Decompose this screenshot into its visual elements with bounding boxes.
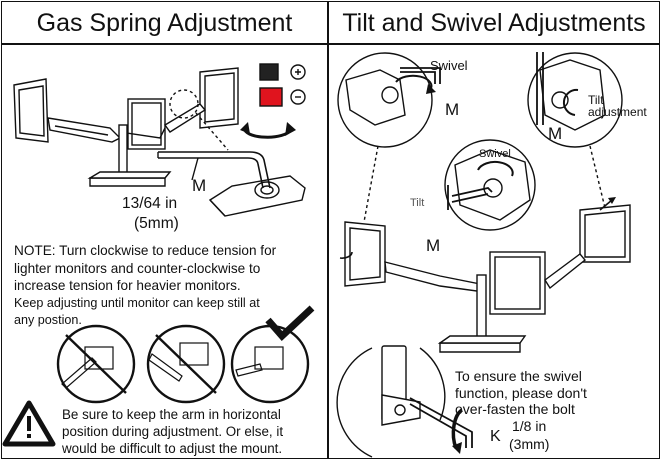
tilt-label: Tilt — [410, 197, 425, 209]
warning-line: would be difficult to adjust the mount. — [62, 441, 283, 456]
monitor-illustration-right — [199, 67, 239, 129]
monitor-illustration-center — [127, 98, 166, 150]
bolt-line: over-fasten the bolt — [455, 401, 575, 417]
bolt-key-label: K — [490, 428, 501, 445]
panel-divider — [327, 1, 329, 458]
hex-key-label: M — [192, 176, 207, 195]
warning-icon — [2, 400, 56, 447]
bolt-line: function, please don't — [455, 384, 587, 401]
tilt-adjust-line: Tilt — [588, 93, 604, 107]
monitor-illustration-left — [13, 78, 49, 143]
tension-note: NOTE: Turn clockwise to reduce tension f… — [14, 242, 324, 330]
checkmark-icon — [265, 305, 315, 342]
header-divider — [1, 43, 659, 45]
note-line: Keep adjusting until monitor can keep st… — [14, 295, 260, 310]
bolt-note: To ensure the swivel function, please do… — [455, 368, 655, 418]
bolt-line: To ensure the swivel — [455, 368, 582, 384]
warning-line: position during adjustment. Or else, it — [62, 424, 284, 439]
note-line: increase tension for heavier monitors. — [14, 278, 241, 293]
swivel-label: Swivel — [430, 58, 468, 73]
warning-text: Be sure to keep the arm in horizontal po… — [62, 406, 324, 457]
key-label-m2: M — [548, 124, 563, 143]
hex-size-mm-label: (5mm) — [134, 215, 179, 232]
warning-line: Be sure to keep the arm in horizontal — [62, 407, 281, 422]
key-label-m1: M — [445, 100, 460, 119]
tilt-adjustment-label: Tilt adjustment — [588, 94, 647, 118]
gas-spring-title: Gas Spring Adjustment — [36, 9, 293, 37]
bolt-size-label: 1/8 in — [512, 418, 547, 434]
hex-size-label: 13/64 in — [122, 195, 178, 212]
swivel-label-center: Swivel — [479, 148, 511, 160]
note-line: NOTE: Turn clockwise to reduce tension f… — [14, 243, 277, 258]
note-line: any postion. — [14, 313, 82, 327]
note-line: lighter monitors and counter-clockwise t… — [14, 260, 261, 276]
tilt-adjust-line: adjustment — [588, 105, 647, 119]
bolt-size-mm-label: (3mm) — [509, 436, 550, 452]
key-label-m3: M — [426, 236, 441, 255]
arm-position-diagrams — [56, 324, 310, 404]
tilt-swivel-title: Tilt and Swivel Adjustments — [342, 9, 646, 37]
